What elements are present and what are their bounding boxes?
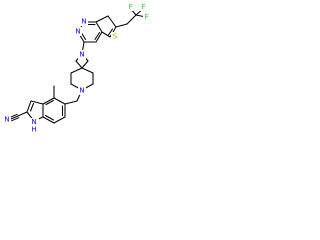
bond [94, 31, 101, 41]
bond [42, 97, 55, 105]
structure-drawing: N N S F F F N N N N H [3, 3, 150, 134]
bond [9, 113, 18, 118]
bond [95, 31, 103, 43]
bond [10, 115, 19, 120]
bond [107, 15, 117, 28]
bond [81, 60, 89, 69]
nitrile-nitrogen-label: N [4, 116, 9, 124]
bond [115, 23, 128, 28]
bond [81, 67, 94, 74]
bond [53, 97, 66, 105]
bond [45, 99, 55, 106]
indole-hydrogen-label: H [31, 126, 36, 134]
fluorine-label: F [144, 13, 148, 21]
indole-nitrogen-label: N [31, 118, 36, 126]
fluorine-label: F [141, 3, 145, 11]
bond [53, 116, 66, 124]
pyrimidine-nitrogen-label: N [81, 18, 86, 26]
bond [95, 21, 103, 33]
bond [30, 100, 44, 105]
bond [95, 15, 109, 23]
bond [126, 14, 137, 25]
bond [64, 100, 78, 105]
fluorine-label: F [128, 3, 132, 11]
bond-layer [9, 7, 147, 124]
bond [11, 117, 20, 122]
bond [75, 60, 83, 69]
atom-label-layer: N N S F F F N N N N H [3, 3, 150, 134]
bond [70, 67, 83, 74]
molecule-diagram: N N S F F F N N N N H [0, 0, 152, 152]
pyrimidine-nitrogen-label: N [75, 28, 80, 36]
bond [42, 116, 55, 124]
sulfur-label: S [113, 33, 118, 41]
bond [101, 31, 111, 38]
bond [29, 102, 35, 112]
bond [17, 111, 28, 117]
bond [44, 114, 55, 121]
piperidine-nitrogen-label: N [79, 87, 84, 95]
azetidine-nitrogen-label: N [79, 51, 84, 59]
bond [26, 100, 32, 113]
bond [107, 28, 114, 36]
